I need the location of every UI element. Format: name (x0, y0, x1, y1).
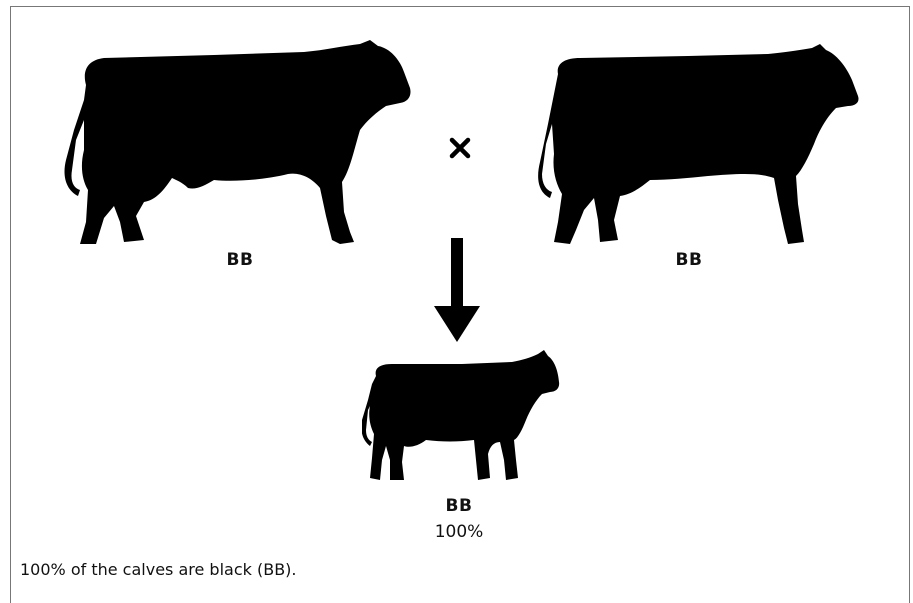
cow-silhouette (538, 44, 860, 248)
offspring-percentage: 100% (409, 522, 509, 542)
offspring-genotype: BB (419, 496, 499, 516)
cross-icon (448, 136, 472, 160)
arrow-down-icon (432, 238, 482, 344)
parent-right-genotype: BB (649, 250, 729, 270)
diagram-caption: 100% of the calves are black (BB). (20, 560, 297, 579)
parent-left-genotype: BB (200, 250, 280, 270)
calf-silhouette (362, 350, 560, 484)
bull-silhouette (64, 40, 414, 248)
